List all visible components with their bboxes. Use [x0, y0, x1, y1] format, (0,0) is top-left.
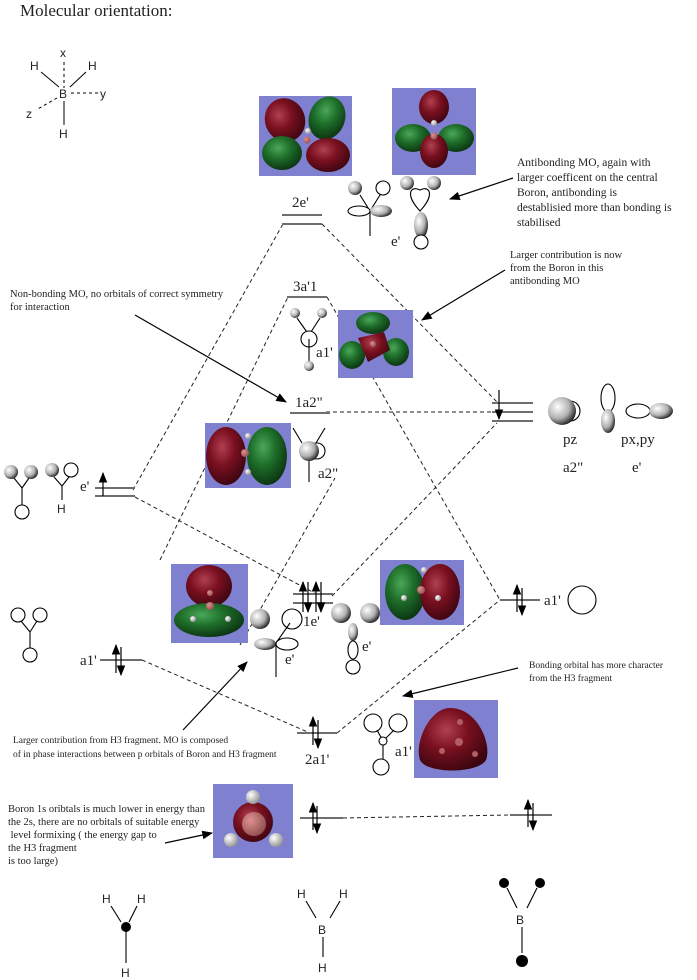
svg-text:H: H — [121, 966, 130, 980]
label-a1: a1' — [395, 744, 412, 760]
fragment-bh3: H H B H — [297, 887, 348, 975]
label-1e: 1e' — [303, 614, 320, 630]
mo-3a1 — [338, 310, 413, 378]
label-pz: pz — [563, 432, 578, 448]
label-h3-a1: a1' — [80, 653, 97, 669]
annotation-nonbonding: Non-bonding MO, no orbitals of correct s… — [10, 289, 224, 313]
corr-line — [132, 223, 284, 491]
s-orbital-icon — [567, 585, 597, 615]
fragment-b: B — [499, 878, 545, 967]
arrow-icon — [421, 269, 506, 321]
label-3a1: 3a'1 — [293, 279, 317, 295]
svg-text:B: B — [516, 913, 524, 927]
boron-p-orbitals: pz px,py a2" e' — [548, 383, 673, 476]
svg-text:H: H — [339, 887, 348, 901]
svg-text:Larger contribution from H3 fr: Larger contribution from H3 fragment. MO… — [13, 735, 277, 760]
bond — [69, 71, 87, 88]
label-h3-e: e' — [80, 479, 90, 495]
schematic-2a1: a1' — [363, 713, 412, 776]
label-2a1: 2a1' — [305, 752, 330, 768]
arrow-icon — [448, 177, 514, 201]
label-b-a1: a1' — [544, 593, 561, 609]
h3-e-orbitals: H — [4, 462, 79, 520]
label-a1: a1' — [316, 345, 333, 361]
h-atom: H — [30, 59, 39, 73]
label-e: e' — [391, 234, 401, 250]
annotation-arrows — [134, 177, 519, 844]
label-a2: a2" — [318, 466, 338, 482]
h-atom: H — [57, 502, 66, 516]
bond — [40, 71, 60, 88]
schematic-1e-a: e' — [250, 608, 303, 677]
schematic-1a2: a2" — [292, 427, 338, 482]
annotation-bonding-1e: Larger contribution from H3 fragment. MO… — [13, 735, 277, 760]
schematic-2e-a: e' — [347, 180, 401, 250]
corr-line — [336, 599, 501, 734]
corr-line — [141, 659, 311, 734]
label-e: e' — [362, 639, 372, 655]
svg-text:H: H — [137, 892, 146, 906]
energy-levels: 2e' 3a'1 1a2" e' 1e' a1' a1' — [80, 195, 597, 835]
schematic-2e-b — [400, 176, 441, 250]
label-pxpy: px,py — [621, 432, 655, 448]
schematic-3a1: a1' — [290, 308, 333, 371]
mo-1e-b — [380, 560, 464, 625]
h-atom: H — [59, 127, 68, 141]
mo-2e-b — [392, 88, 476, 175]
label-pxpy-sym: e' — [632, 460, 642, 476]
label-e: e' — [285, 652, 295, 668]
svg-text:Non-bonding MO, no orbitals of: Non-bonding MO, no orbitals of correct s… — [10, 289, 224, 313]
corr-line — [342, 814, 511, 819]
label-pz-sym: a2" — [563, 460, 583, 476]
arrow-icon — [164, 830, 214, 844]
label-2e: 2e' — [292, 195, 309, 211]
mo-2a1 — [414, 700, 498, 778]
h-atom: H — [88, 59, 97, 73]
mo-1s — [213, 784, 293, 858]
mo-1a2 — [205, 423, 291, 488]
annotation-core-1s: Boron 1s oribtals is much lower in energ… — [8, 804, 206, 867]
axis-z — [35, 97, 58, 111]
axis-z-label: z — [26, 107, 32, 121]
axis-y-label: y — [100, 87, 106, 101]
boron-atom: B — [59, 87, 67, 101]
arrow-icon — [182, 661, 248, 731]
svg-text:Boron 1s oribtals is much lowe: Boron 1s oribtals is much lower in energ… — [8, 804, 206, 867]
fragment-h3: H H H — [102, 892, 146, 980]
mo-1e-a — [171, 564, 248, 643]
mo-2e-a — [259, 96, 352, 176]
page-title: Molecular orientation: — [20, 1, 172, 20]
arrow-icon — [401, 667, 519, 698]
svg-text:H: H — [297, 887, 306, 901]
label-1a2: 1a2" — [295, 395, 323, 411]
h3-a1-orbital — [10, 607, 48, 663]
corr-line — [331, 422, 498, 597]
axis-x-label: x — [60, 46, 66, 60]
svg-text:H: H — [318, 961, 327, 975]
svg-text:H: H — [102, 892, 111, 906]
svg-text:B: B — [318, 923, 326, 937]
arrow-icon — [134, 314, 287, 403]
schematic-1e-b: e' — [331, 603, 380, 675]
orientation-key: x H H B y z H — [26, 46, 106, 141]
